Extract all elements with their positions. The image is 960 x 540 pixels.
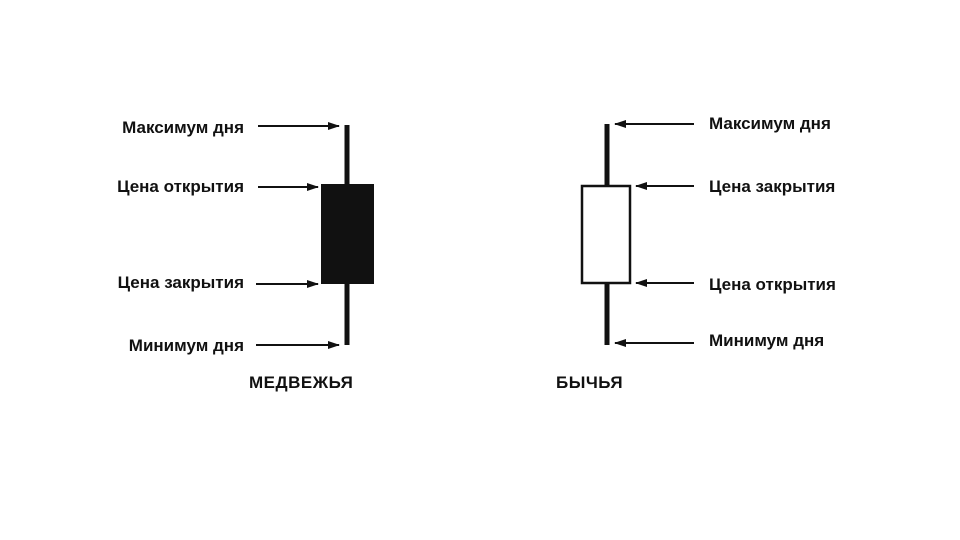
bullish-high-label: Максимум дня xyxy=(709,114,831,133)
bullish-caption: БЫЧЬЯ xyxy=(556,373,624,392)
bearish-low-label: Минимум дня xyxy=(128,336,244,355)
bullish-body xyxy=(580,184,632,285)
bearish-arrows xyxy=(256,122,340,349)
bullish-arrows xyxy=(614,120,694,347)
bullish-candle xyxy=(580,124,632,345)
bearish-high-label: Максимум дня xyxy=(122,118,244,137)
bearish-candle xyxy=(321,125,374,345)
bearish-body xyxy=(321,184,374,284)
bullish-low-label: Минимум дня xyxy=(709,331,825,350)
bullish-open-label: Цена открытия xyxy=(709,275,836,294)
bearish-caption: МЕДВЕЖЬЯ xyxy=(249,373,354,392)
bearish-close-label: Цена закрытия xyxy=(117,273,244,292)
bullish-close-label: Цена закрытия xyxy=(709,177,836,196)
bearish-open-label: Цена открытия xyxy=(117,177,244,196)
